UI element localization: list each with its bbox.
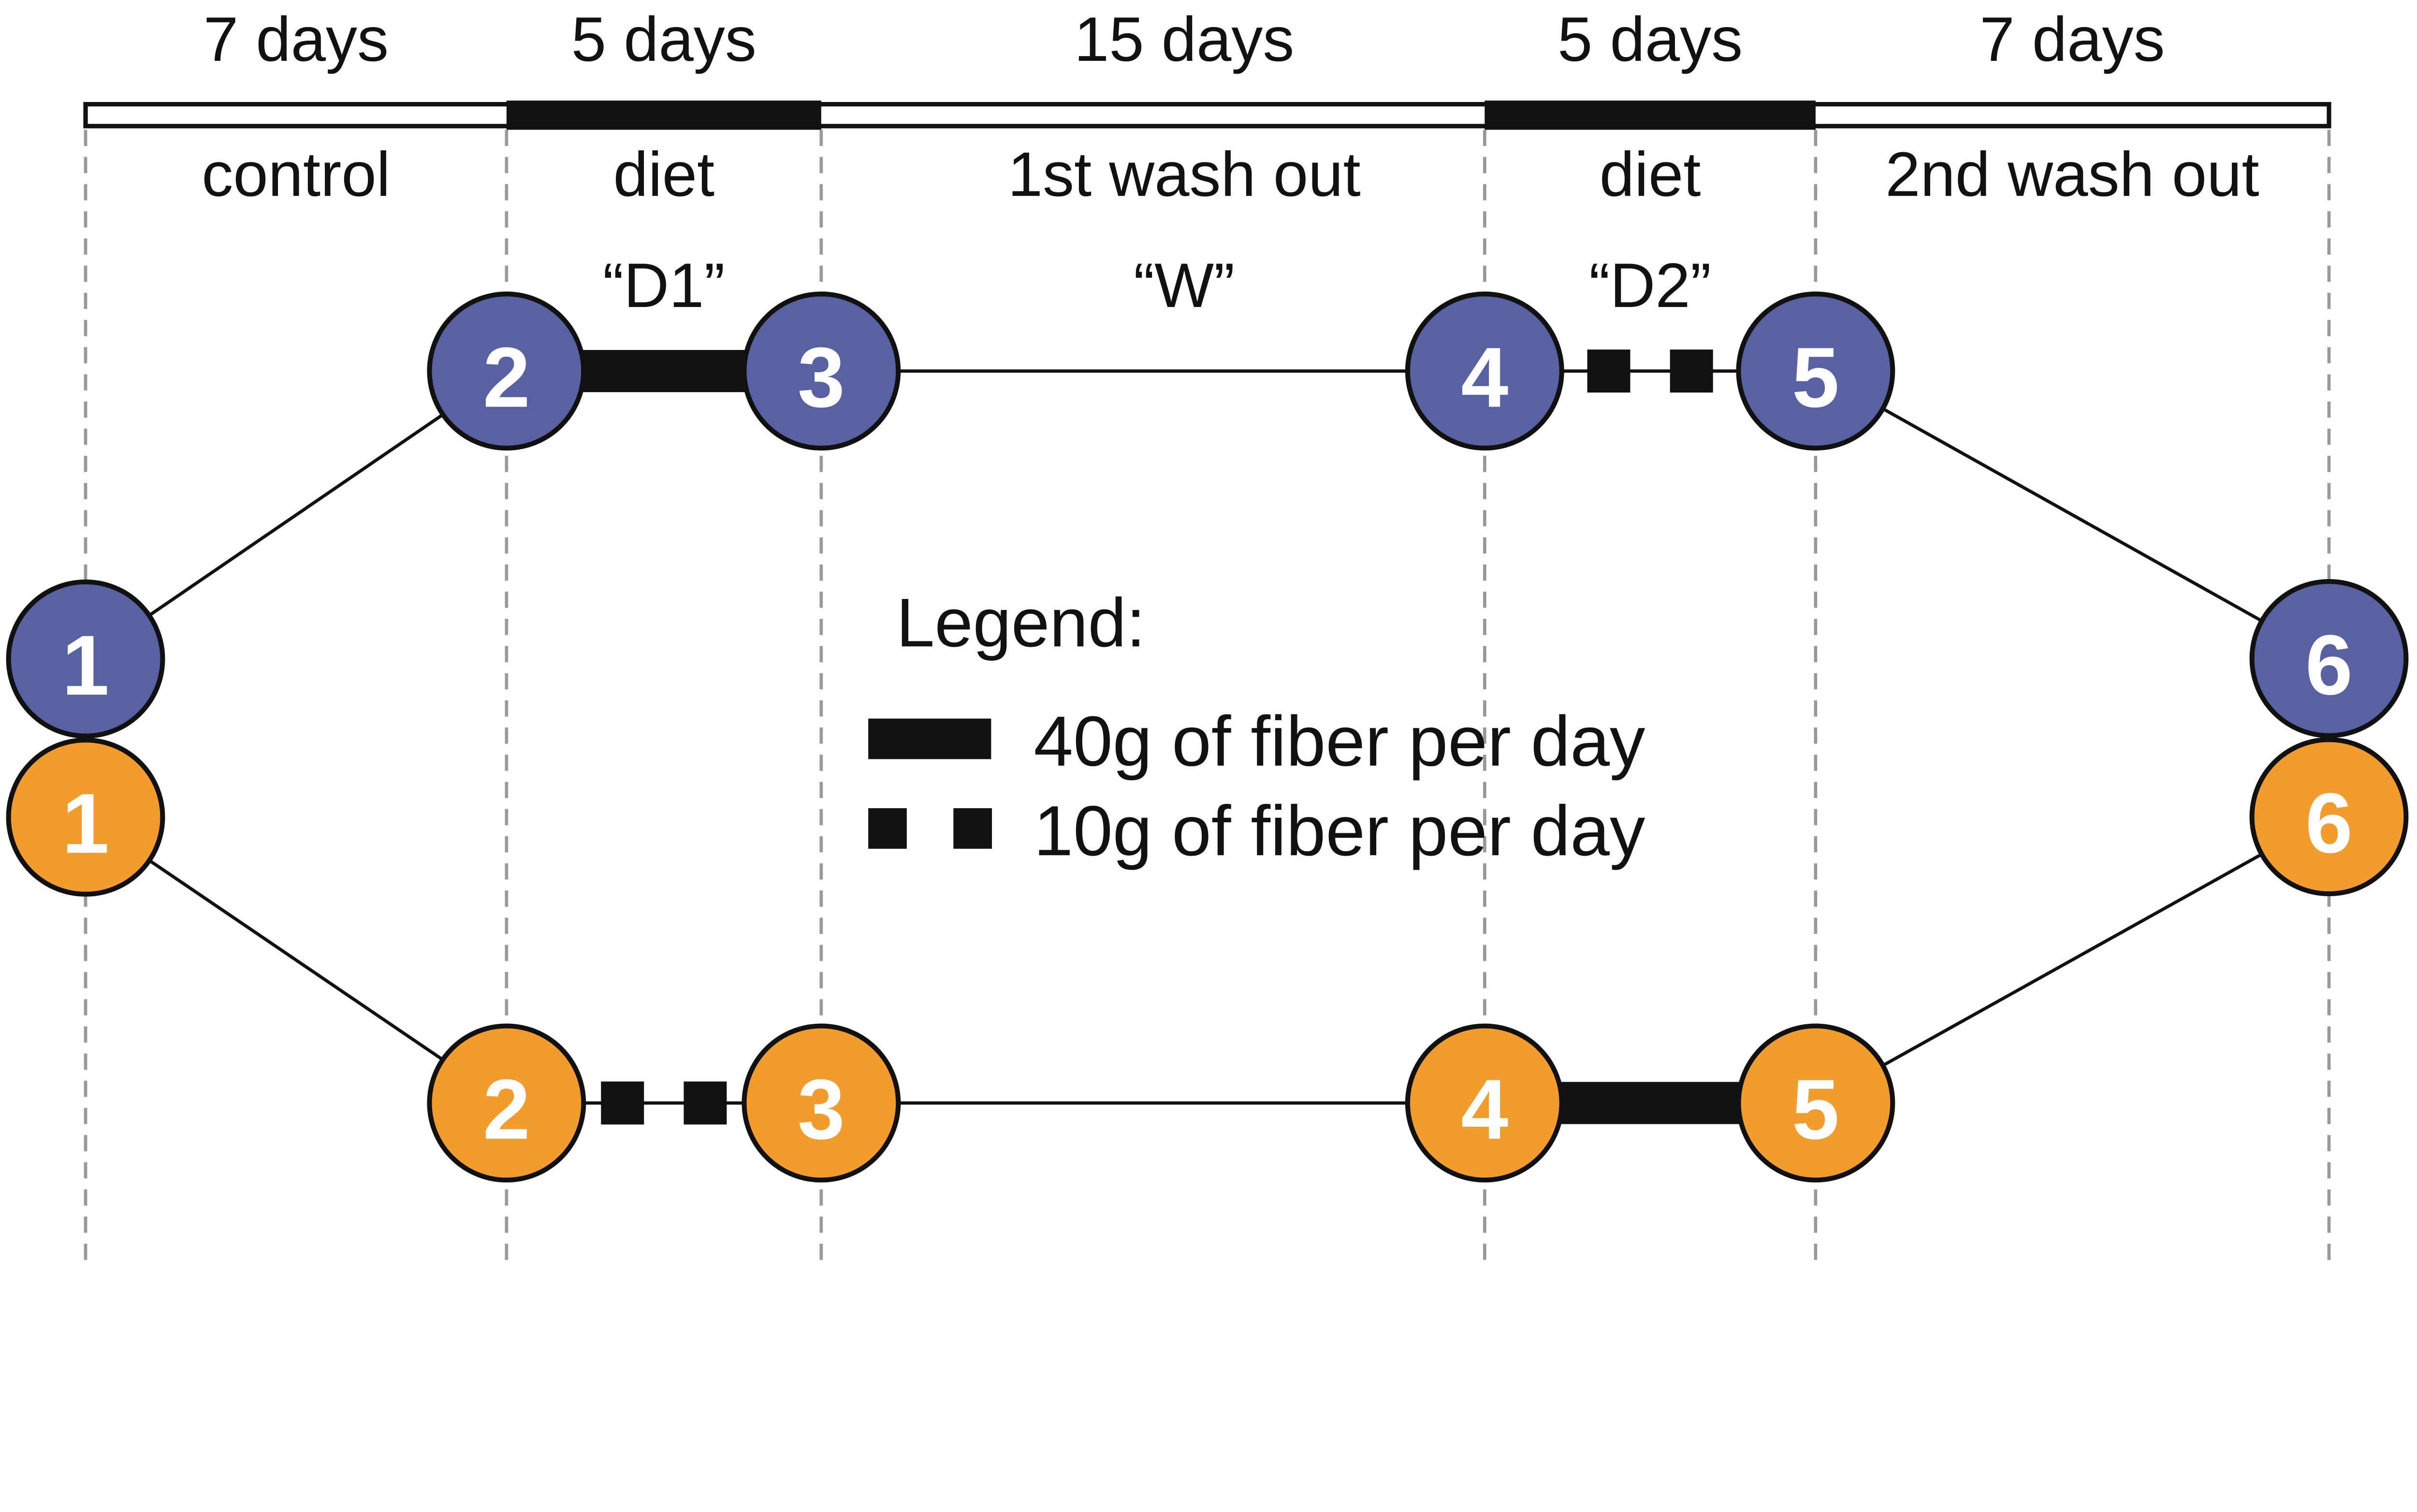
arm-orange-node-5 (1736, 1023, 1895, 1183)
phase-label-5: 2nd wash out (1885, 139, 2259, 209)
legend-item-label-2: 10g of fiber per day (1034, 791, 1645, 871)
arm-orange-connector-1-2 (85, 815, 508, 1105)
arm-blue-connector-4-5-10g-square-2 (1670, 349, 1713, 393)
arm-orange-node-2 (427, 1023, 586, 1183)
legend-title: Legend: (896, 584, 1146, 661)
arm-orange-node-number-6: 6 (2305, 776, 2353, 871)
duration-label-2: 5 days (571, 4, 757, 74)
arm-orange-connector-5-6 (1815, 815, 2330, 1105)
arm-orange-node-number-3: 3 (798, 1062, 845, 1157)
arm-blue-node-number-2: 2 (483, 330, 530, 425)
arm-orange-connector-2-3-10g-square-2 (684, 1081, 727, 1125)
arm-orange-connector-2-3-10g-square-1 (601, 1081, 644, 1125)
arm-orange-node-number-5: 5 (1792, 1062, 1839, 1157)
arm-blue-node-6 (2249, 579, 2409, 738)
arm-blue-node-5 (1736, 291, 1895, 451)
timeline-layer (83, 101, 2331, 130)
legend-marker-10g-square-icon-2 (953, 808, 992, 849)
arm-orange-node-number-2: 2 (483, 1062, 530, 1157)
phase-label-3: 1st wash out (1008, 139, 1361, 209)
arm-orange-node-1 (6, 738, 165, 897)
legend-item-label-1: 40g of fiber per day (1034, 702, 1645, 781)
arm-orange-node-4 (1405, 1023, 1564, 1183)
duration-label-4: 5 days (1558, 4, 1743, 74)
phase-code-label-3: “D2” (1589, 250, 1711, 320)
phase-label-4: diet (1600, 139, 1701, 209)
arm-blue-node-number-3: 3 (798, 330, 845, 425)
duration-label-1: 7 days (204, 4, 389, 74)
arm-blue-node-1 (6, 579, 165, 739)
arm-orange-node-6 (2249, 737, 2409, 897)
legend-layer: Legend: 40g of fiber per day 10g of fiber … (868, 584, 1645, 871)
arm-blue-node-4 (1405, 291, 1564, 451)
duration-label-5: 7 days (1980, 4, 2165, 74)
arm-orange-node-number-4: 4 (1461, 1062, 1508, 1157)
arm-orange-node-number-1: 1 (62, 776, 109, 871)
arm-blue-node-number-4: 4 (1461, 330, 1508, 425)
phase-code-label-1: “D1” (603, 250, 725, 320)
timeline-diet-segment (1485, 101, 1816, 130)
duration-label-3: 15 days (1074, 4, 1294, 74)
arm-blue-connector-5-6 (1815, 369, 2330, 660)
arm-blue-node-2 (427, 291, 586, 451)
arm-blue-node-number-5: 5 (1792, 330, 1839, 425)
phase-label-1: control (202, 139, 390, 209)
arm-blue-connector-4-5-10g-square-1 (1587, 349, 1631, 393)
timeline-bar (83, 102, 2331, 129)
arm-orange-node-3 (742, 1023, 901, 1183)
labels-layer: 7 days 5 days 15 days 5 days 7 days control di… (202, 4, 2259, 320)
legend-marker-40g-bar-icon (868, 718, 991, 759)
arm-blue-connector-1-2 (85, 369, 508, 661)
legend-marker-10g-square-icon-1 (868, 808, 907, 849)
nodes-layer: 1 2 3 4 5 6 1 2 3 4 5 6 (6, 291, 2409, 1183)
arm-blue-node-number-1: 1 (62, 618, 109, 713)
arm-blue-node-number-6: 6 (2305, 618, 2353, 712)
timeline-diet-segment (506, 101, 821, 130)
arm-blue-node-3 (742, 291, 901, 451)
figure-background (0, 0, 2417, 1268)
background-layer (0, 0, 2417, 1268)
phase-code-label-2: “W” (1134, 250, 1235, 320)
phase-label-2: diet (613, 139, 715, 209)
